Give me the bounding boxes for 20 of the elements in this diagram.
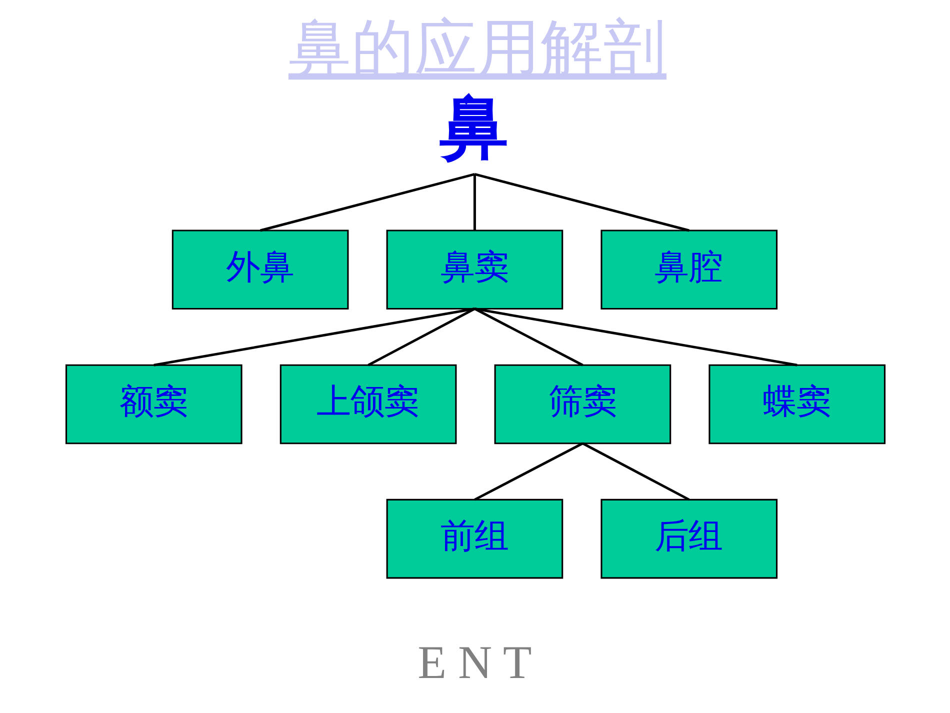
node-box: 筛窦 <box>494 364 671 444</box>
node-box: 鼻腔 <box>600 230 778 310</box>
node-box: 蝶窦 <box>708 364 886 444</box>
connector <box>474 172 689 232</box>
node-box: 额窦 <box>64 364 242 444</box>
connector <box>153 308 474 366</box>
node-box: 鼻窦 <box>386 230 563 310</box>
connector <box>260 172 475 232</box>
connector <box>472 174 476 231</box>
label: E N T <box>417 637 532 690</box>
node-box: 前组 <box>386 498 563 579</box>
node-box: 上颌窦 <box>279 364 456 444</box>
node-text: 鼻 <box>439 90 508 166</box>
connector <box>367 308 475 366</box>
connector <box>582 442 690 501</box>
connector <box>474 308 583 366</box>
node-box: 后组 <box>600 498 778 579</box>
connector <box>474 442 583 501</box>
node-box: 外鼻 <box>171 230 348 310</box>
connector <box>474 308 797 366</box>
